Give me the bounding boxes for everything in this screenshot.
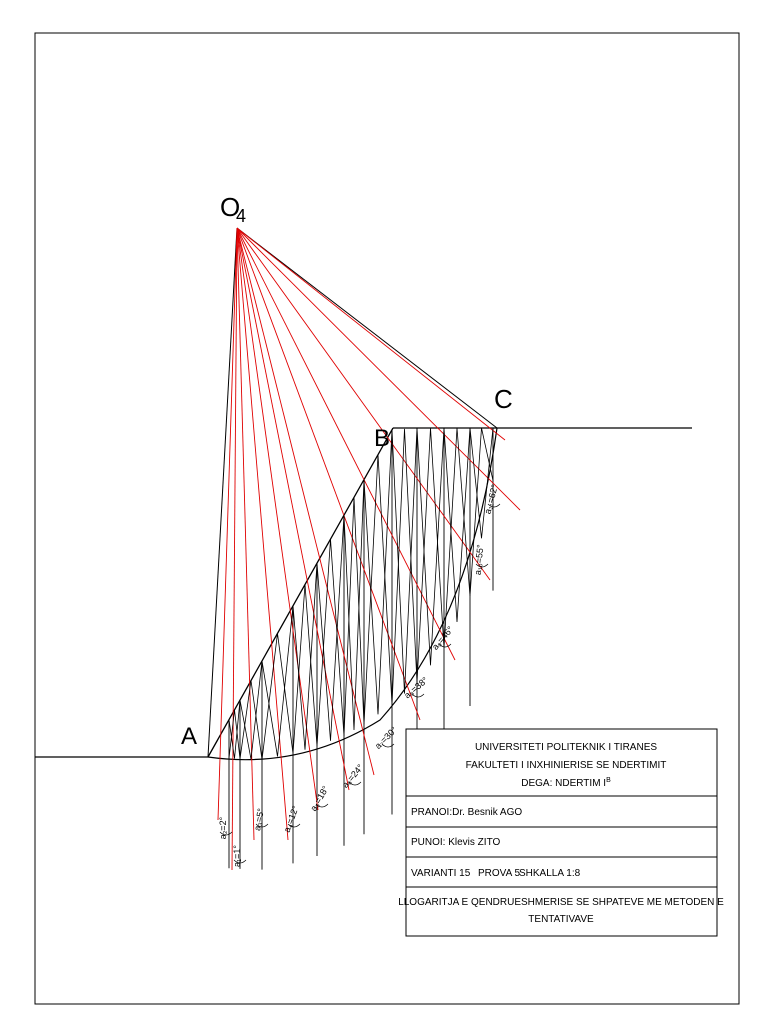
angle-label: a₂=2° (218, 816, 228, 839)
red-ray (236, 227, 319, 811)
red-ray (217, 227, 238, 821)
red-ray (236, 227, 421, 721)
red-ray (236, 227, 350, 791)
red-ray (231, 227, 238, 871)
force-zigzag-segment (469, 427, 494, 597)
force-zigzag-segment (363, 429, 393, 715)
force-zigzag-segment (239, 680, 263, 760)
tb-punoi: PUNOI: Klevis ZITO (411, 837, 500, 848)
tb-shkalla: SHKALLA 1:8 (519, 868, 581, 879)
slope-profile (35, 427, 692, 758)
tb-varianti: VARIANTI 15 (411, 868, 471, 879)
force-zigzag-segment (292, 584, 318, 754)
force-zigzag-segment (391, 428, 418, 705)
angle-arc (348, 781, 362, 786)
red-ray (236, 227, 375, 776)
angle-arc (475, 563, 489, 568)
sheet-frame (34, 32, 740, 1005)
red-ray (236, 227, 289, 841)
force-zigzag-segment (239, 660, 263, 760)
radius-lines (207, 227, 498, 758)
red-ray (236, 227, 456, 661)
tb-dept: DEGA: NDERTIM IB (521, 777, 611, 789)
tb-pranoi: PRANOI:Dr. Besnik AGO (411, 807, 522, 818)
angle-arc (255, 823, 269, 828)
label-o-sub: 4 (236, 206, 246, 226)
force-zigzag-segment (416, 427, 445, 683)
radius-o4-a (207, 227, 238, 758)
label-o: O (220, 192, 240, 222)
force-zigzag-segment (363, 454, 393, 725)
angle-label: a₁=1° (232, 845, 242, 867)
slope-face (207, 427, 394, 758)
angle-arc (315, 803, 329, 808)
angle-arc (438, 643, 452, 648)
force-zigzag-segment (343, 479, 365, 730)
force-zigzag-segment (343, 497, 365, 736)
red-rays (217, 227, 521, 871)
force-zigzag-segment (228, 700, 241, 759)
angle-label: a₅=18° (308, 784, 331, 813)
force-zigzag-segment (261, 605, 294, 757)
angle-label: a₃=5° (252, 807, 266, 831)
force-zigzag-segment (261, 633, 294, 760)
slip-circle-arc (207, 427, 498, 761)
tb-prova: PROVA 5 (478, 868, 520, 879)
angle-arc (219, 831, 233, 836)
red-ray (236, 227, 491, 581)
force-polygon (228, 427, 494, 760)
force-zigzag-segment (469, 427, 494, 539)
angle-label: a₄=12° (282, 804, 301, 834)
angle-arc (381, 743, 395, 748)
angle-arc (287, 823, 301, 828)
force-zigzag-segment (391, 427, 418, 694)
force-zigzag-segment (443, 427, 471, 623)
tb-university: UNIVERSITETI POLITEKNIK I TIRANES (475, 742, 657, 753)
force-zigzag-segment (228, 709, 241, 759)
angle-label: a₁₁=62° (482, 483, 500, 515)
angle-arc (411, 693, 425, 698)
red-ray (236, 227, 255, 841)
angle-label: a₁₀=55° (473, 544, 486, 576)
force-zigzag-segment (316, 515, 345, 741)
label-b: B (374, 425, 390, 452)
force-zigzag-segment (316, 539, 345, 747)
tb-faculty: FAKULTETI I INXHINIERISE SE NDERTIMIT (466, 760, 667, 771)
tb-title-line1: LLOGARITJA E QENDRUESHMERISE SE SHPATEVE… (398, 897, 724, 908)
red-ray (236, 227, 506, 441)
label-a: A (181, 723, 197, 750)
angle-arc (233, 859, 247, 864)
force-zigzag-segment (443, 427, 471, 649)
tb-title-line2: TENTATIVAVE (528, 914, 594, 925)
title-block: UNIVERSITETI POLITEKNIK I TIRANES FAKULT… (398, 728, 724, 937)
red-ray (236, 227, 521, 511)
slice-lines (228, 428, 494, 870)
force-zigzag-segment (416, 427, 445, 666)
label-c: C (494, 384, 513, 414)
angle-arc (487, 503, 501, 508)
radius-o4-c (236, 227, 498, 429)
force-zigzag-segment (292, 563, 318, 750)
